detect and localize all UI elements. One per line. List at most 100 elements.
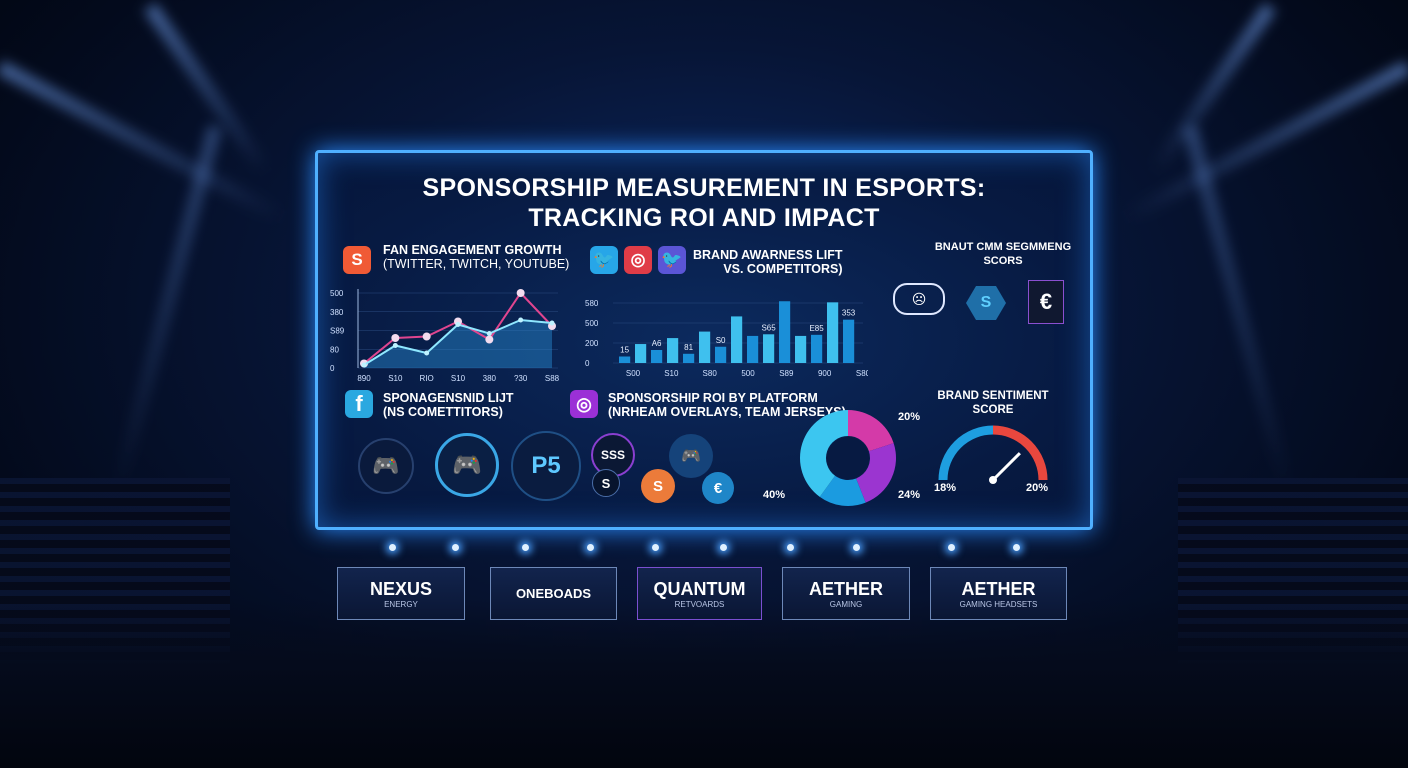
roi-donut-chart: 20% 24% 40%: [763, 410, 920, 506]
y-tick-label: 0: [585, 359, 590, 368]
audience-silhouettes: [0, 598, 1408, 768]
data-point: [424, 350, 430, 356]
bar: [635, 344, 647, 363]
donut-slice: [848, 410, 894, 452]
data-point: [549, 320, 555, 326]
bar-value-label: S65: [761, 323, 776, 332]
y-tick-label: 80: [330, 345, 339, 354]
y-tick-label: 380: [330, 308, 344, 317]
bar: [827, 302, 839, 363]
data-point: [391, 334, 400, 342]
x-tick-label: S10: [664, 369, 679, 378]
bar: [795, 335, 807, 363]
x-tick-label: S89: [779, 369, 794, 378]
data-point: [485, 335, 494, 344]
bar: [811, 334, 823, 363]
euro-card-icon: €: [1028, 280, 1064, 324]
bar-value-label: S0: [716, 336, 726, 345]
sponsorship-lift-label: SPONAGENSNID LIJT(NS COMETTITORS): [383, 391, 514, 419]
x-tick-label: S00: [626, 369, 641, 378]
hexagon-sync-icon: S: [966, 286, 1006, 320]
donut-slice: [819, 475, 866, 506]
bar-value-label: 15: [620, 346, 629, 355]
x-tick-label: 500: [741, 369, 755, 378]
screen-title: SPONSORSHIP MEASUREMENT IN ESPORTS: TRAC…: [318, 173, 1090, 233]
x-tick-label: ?30: [514, 374, 528, 383]
fan-engagement-label: FAN ENGAGEMENT GROWTH(TWITTER, TWITCH, Y…: [383, 243, 570, 271]
y-tick-label: 580: [585, 299, 599, 308]
bar-value-label: E85: [809, 324, 824, 333]
bar: [843, 319, 855, 363]
y-tick-label: 500: [585, 319, 599, 328]
x-tick-label: S80: [856, 369, 868, 378]
twitter-icon: 🐦: [590, 246, 618, 274]
bar: [619, 356, 631, 363]
gamepad-outline-icon: ☹: [893, 283, 945, 315]
ps-logo-icon: P5: [511, 431, 581, 501]
slice-label: 40%: [763, 489, 785, 501]
area-fill: [364, 320, 552, 368]
data-point: [518, 317, 524, 323]
bar: [667, 338, 679, 363]
data-point: [361, 362, 367, 368]
x-tick-label: 890: [357, 374, 371, 383]
brand-sentiment-gauge: [938, 425, 1048, 484]
bar: [651, 350, 663, 363]
x-tick-label: S80: [703, 369, 718, 378]
roi-platform-icon: ◎: [570, 390, 598, 418]
dashboard-screen: SPONSORSHIP MEASUREMENT IN ESPORTS: TRAC…: [315, 150, 1093, 530]
donut-hole: [827, 437, 869, 479]
data-point: [486, 331, 492, 336]
x-tick-label: S10: [451, 374, 466, 383]
slice-label: 24%: [898, 489, 920, 501]
gamepad-coin-icon: 🎮: [669, 434, 713, 478]
bar: [779, 301, 791, 363]
y-tick-label: 0: [330, 364, 335, 373]
engagement-s-icon: S: [343, 246, 371, 274]
y-tick-label: S89: [330, 327, 345, 336]
bar: [763, 334, 775, 363]
data-point: [455, 322, 461, 327]
facebook-icon: f: [345, 390, 373, 418]
gauge-needle: [991, 452, 1021, 482]
bar-value-label: 81: [684, 343, 693, 352]
roi-by-platform-label: SPONSORSHIP ROI BY PLATFORM(NRHEAM OVERL…: [608, 391, 846, 419]
coin-dollar-orange: S: [641, 469, 675, 503]
x-tick-label: RIO: [420, 374, 434, 383]
data-point: [392, 343, 398, 348]
gauge-high-label: 20%: [1026, 482, 1049, 494]
instagram-icon: ◎: [624, 246, 652, 274]
twitter-alt-icon: 🐦: [658, 246, 686, 274]
coin-dollar: S: [592, 469, 620, 497]
slice-label: 20%: [898, 411, 920, 423]
data-point: [516, 289, 525, 297]
x-tick-label: S88: [545, 374, 560, 383]
gamepad-icon: 🎮: [435, 433, 499, 497]
bar-value-label: 353: [842, 309, 856, 318]
gauge-low-label: 18%: [934, 482, 957, 494]
y-tick-label: 200: [585, 339, 599, 348]
bar: [731, 316, 743, 363]
y-tick-label: 500: [330, 289, 344, 298]
controller-icon: 🎮: [358, 438, 414, 494]
x-tick-label: 380: [483, 374, 497, 383]
title-line-2: TRACKING ROI AND IMPACT: [528, 204, 880, 232]
donut-slice: [800, 410, 848, 497]
x-tick-label: S10: [388, 374, 403, 383]
bar-value-label: A6: [652, 339, 662, 348]
data-point: [422, 332, 431, 341]
donut-slice: [856, 443, 896, 503]
coin-euro: €: [702, 472, 734, 504]
sponsor-board-oneboads: ONEBOADS: [490, 567, 617, 620]
bar: [683, 353, 695, 363]
bar: [699, 331, 711, 363]
